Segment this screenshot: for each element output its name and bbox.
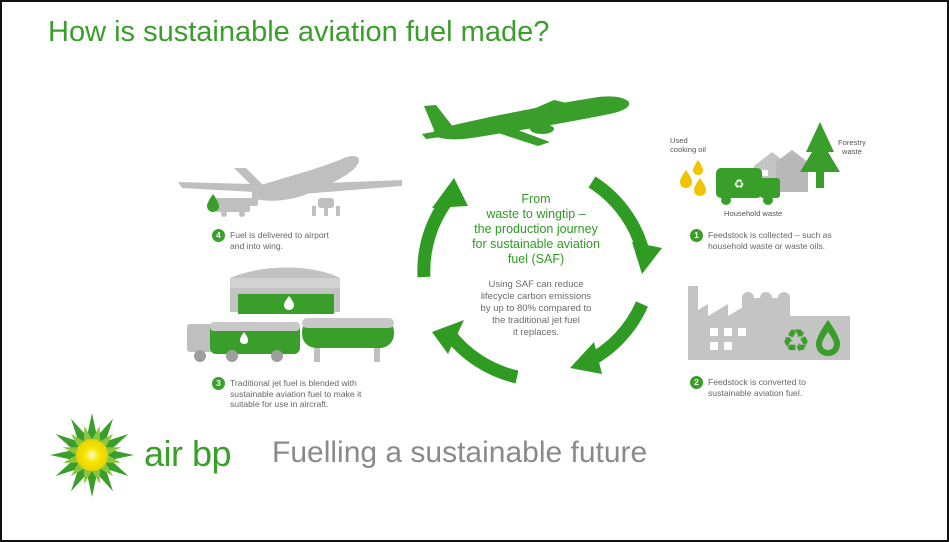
center-headline-line: the production journey — [474, 222, 598, 236]
center-body: Using SAF can reduce lifecycle carbon em… — [461, 279, 611, 339]
center-body-line: by up to 80% compared to — [480, 303, 592, 314]
step-line: Traditional jet fuel is blended with — [230, 378, 357, 388]
fuel-drop-icon — [816, 320, 840, 356]
air-bp-wordmark: air bp — [144, 433, 232, 475]
step-number: 1 — [690, 229, 703, 242]
step-line: suitable for use in aircraft. — [230, 399, 329, 409]
step-number: 2 — [690, 376, 703, 389]
center-headline-line: waste to wingtip – — [486, 207, 586, 221]
step-line: sustainable aviation fuel. — [708, 387, 803, 398]
brand-air: air — [144, 433, 183, 474]
bp-helios-logo — [50, 413, 134, 497]
cycle-arrowheads — [432, 178, 662, 374]
step-line: Feedstock is converted to — [708, 377, 806, 387]
step-2: 2 Feedstock is converted to sustainable … — [690, 376, 806, 398]
step-line: and into wing. — [230, 240, 284, 251]
step-line: Fuel is delivered to airport — [230, 230, 329, 240]
page-title: How is sustainable aviation fuel made? — [48, 16, 550, 48]
green-airplane-icon — [422, 96, 630, 146]
svg-text:♻: ♻ — [782, 322, 811, 360]
step-line: sustainable aviation fuel to make it — [230, 388, 362, 399]
center-body-line: Using SAF can reduce — [488, 279, 584, 290]
step-1: 1 Feedstock is collected – such as house… — [690, 229, 832, 251]
step-text: Feedstock is collected – such as househo… — [708, 230, 832, 251]
tree-icon — [800, 122, 840, 188]
cooking-oil-drops-icon — [680, 160, 706, 196]
step-text: Feedstock is converted to sustainable av… — [708, 377, 806, 398]
fuel-tank-icon — [230, 267, 394, 362]
gray-airplane-icon — [178, 156, 402, 217]
center-body-line: lifecycle carbon emissions — [480, 291, 592, 302]
brand-bp: bp — [192, 433, 232, 474]
center-body-line: it replaces. — [513, 327, 559, 338]
step-text: Traditional jet fuel is blended with sus… — [230, 378, 361, 410]
center-body-line: the traditional jet fuel — [492, 315, 580, 326]
oil-drop-icon — [207, 194, 219, 212]
brand-tagline: Fuelling a sustainable future — [272, 436, 648, 469]
step-line: Feedstock is collected – such as — [708, 230, 832, 240]
svg-text:♻: ♻ — [734, 177, 745, 191]
label-line: Used — [670, 136, 688, 145]
tanker-truck-icon — [187, 322, 300, 362]
step-number: 4 — [212, 229, 225, 242]
step-line: household waste or waste oils. — [708, 240, 826, 251]
step-3: 3 Traditional jet fuel is blended with s… — [212, 377, 361, 410]
forestry-waste-label: Forestry waste — [838, 138, 866, 156]
recycle-icon: ♻ — [782, 322, 811, 360]
household-waste-label: Household waste — [724, 209, 783, 218]
center-headline-line: for sustainable aviation — [472, 237, 600, 251]
label-line: cooking oil — [670, 145, 706, 154]
step-4: 4 Fuel is delivered to airport and into … — [212, 229, 329, 251]
label-line: Forestry — [838, 138, 866, 147]
label-line: waste — [842, 147, 862, 156]
center-headline-line: fuel (SAF) — [507, 252, 565, 266]
center-from: From — [521, 192, 551, 206]
garbage-truck-icon: ♻ — [716, 168, 780, 205]
used-cooking-oil-label: Used cooking oil — [670, 136, 706, 154]
step-text: Fuel is delivered to airport and into wi… — [230, 230, 329, 251]
center-headline: From waste to wingtip – the production j… — [462, 192, 610, 267]
step-number: 3 — [212, 377, 225, 390]
